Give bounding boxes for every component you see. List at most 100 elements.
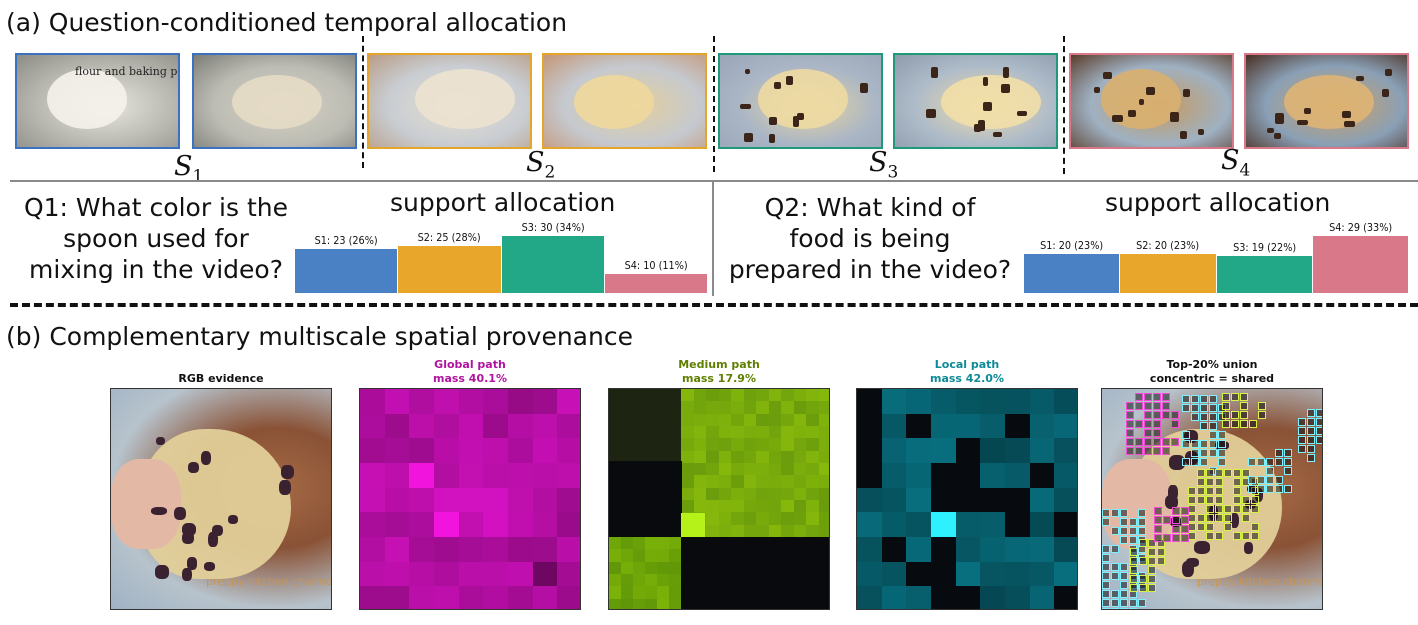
medium-heat-cell [793, 450, 807, 464]
frame-subject [574, 75, 654, 129]
union-marker [1209, 422, 1217, 430]
medium-heat-cell [756, 413, 769, 427]
union-marker [1120, 590, 1128, 598]
union-marker [1209, 440, 1217, 448]
panel-title-line: RGB evidence [178, 372, 264, 385]
local-heat-cell [1054, 438, 1077, 464]
union-marker [1197, 478, 1205, 486]
union-marker [1130, 584, 1138, 592]
chocolate-chip [1343, 120, 1355, 128]
medium-heat-cell [718, 500, 732, 513]
union-marker [1191, 458, 1199, 466]
union-marker [1171, 411, 1179, 419]
medium-heat-cell [793, 426, 807, 439]
medium-heat-cell [706, 524, 719, 538]
global-heat-cell [557, 438, 580, 464]
medium-heat-cell [731, 438, 744, 452]
union-marker [1242, 514, 1250, 522]
global-heat-cell [360, 512, 386, 538]
union-marker [1200, 458, 1208, 466]
chocolate-chip [1297, 119, 1308, 125]
medium-heat-cell [743, 500, 757, 513]
union-marker [1188, 487, 1196, 495]
union-marker [1102, 590, 1110, 598]
union-marker [1307, 427, 1315, 435]
bar-value-label: S2: 20 (23%) [1136, 238, 1200, 252]
union-marker [1257, 458, 1265, 466]
union-marker [1206, 478, 1214, 486]
local-heat-cell [980, 512, 1006, 538]
union-marker [1135, 447, 1143, 455]
global-heat-cell [434, 389, 460, 415]
local-heat-cell [980, 389, 1006, 415]
chocolate-chip [1001, 83, 1010, 93]
medium-heat-cell [693, 500, 707, 513]
medium-heat-cell [781, 389, 794, 402]
union-marker [1307, 445, 1315, 453]
medium-heat-cell [718, 413, 732, 427]
global-heat-cell [434, 537, 460, 563]
local-heat-cell [857, 561, 883, 587]
local-heat-cell [980, 586, 1006, 609]
union-marker [1148, 557, 1156, 565]
provenance-panel-0: preppy kitchen channel [110, 388, 332, 610]
watermark: preppy kitchen channel [1197, 575, 1323, 588]
medium-heat-cell [645, 598, 658, 609]
union-marker [1251, 496, 1259, 504]
medium-heat-cell [657, 586, 670, 600]
global-heat-cell [384, 438, 410, 464]
union-marker [1148, 548, 1156, 556]
global-heat-cell [557, 463, 580, 489]
union-marker [1144, 402, 1152, 410]
union-marker [1197, 514, 1205, 522]
union-marker [1130, 548, 1138, 556]
union-marker [1102, 572, 1110, 580]
union-marker [1153, 429, 1161, 437]
medium-heat-cell [756, 426, 769, 439]
video-frame [718, 53, 883, 149]
medium-heat-cell [806, 512, 819, 526]
union-marker [1139, 575, 1147, 583]
global-heat-cell [458, 561, 484, 587]
union-marker [1135, 393, 1143, 401]
global-heat-cell [458, 389, 484, 415]
union-marker [1182, 440, 1190, 448]
union-marker [1135, 402, 1143, 410]
union-marker [1111, 545, 1119, 553]
medium-heat-cell [818, 487, 829, 501]
medium-heat-cell [609, 586, 622, 600]
medium-heat-cell [681, 537, 829, 609]
local-heat-cell [857, 413, 883, 439]
medium-heat-cell [681, 401, 694, 415]
medium-heat-cell [818, 413, 829, 427]
medium-heat-cell [756, 524, 769, 538]
union-marker [1120, 536, 1128, 544]
global-heat-cell [557, 586, 580, 609]
union-marker [1191, 404, 1199, 412]
medium-heat-cell [693, 463, 707, 476]
segment-separator [713, 36, 715, 172]
medium-heat-cell [793, 487, 807, 501]
union-marker [1138, 518, 1146, 526]
medium-heat-cell [806, 413, 819, 427]
union-marker [1120, 581, 1128, 589]
union-marker [1111, 509, 1119, 517]
local-heat-cell [1005, 487, 1031, 513]
segment-label-s3: S3 [869, 147, 899, 183]
local-heat-cell [881, 389, 907, 415]
support-title-q1: support allocation [390, 188, 616, 217]
chocolate-chip [925, 109, 937, 119]
union-marker [1129, 608, 1137, 609]
chocolate-chip [1183, 88, 1191, 97]
union-marker [1224, 523, 1232, 531]
medium-heat-cell [743, 389, 757, 402]
medium-heat-cell [731, 524, 744, 538]
chocolate-chip [973, 123, 982, 132]
local-heat-cell [955, 512, 981, 538]
medium-heat-cell [645, 561, 658, 575]
chocolate-chip [745, 69, 751, 75]
medium-heat-cell [693, 413, 707, 427]
union-marker [1144, 393, 1152, 401]
local-heat-cell [906, 537, 932, 563]
